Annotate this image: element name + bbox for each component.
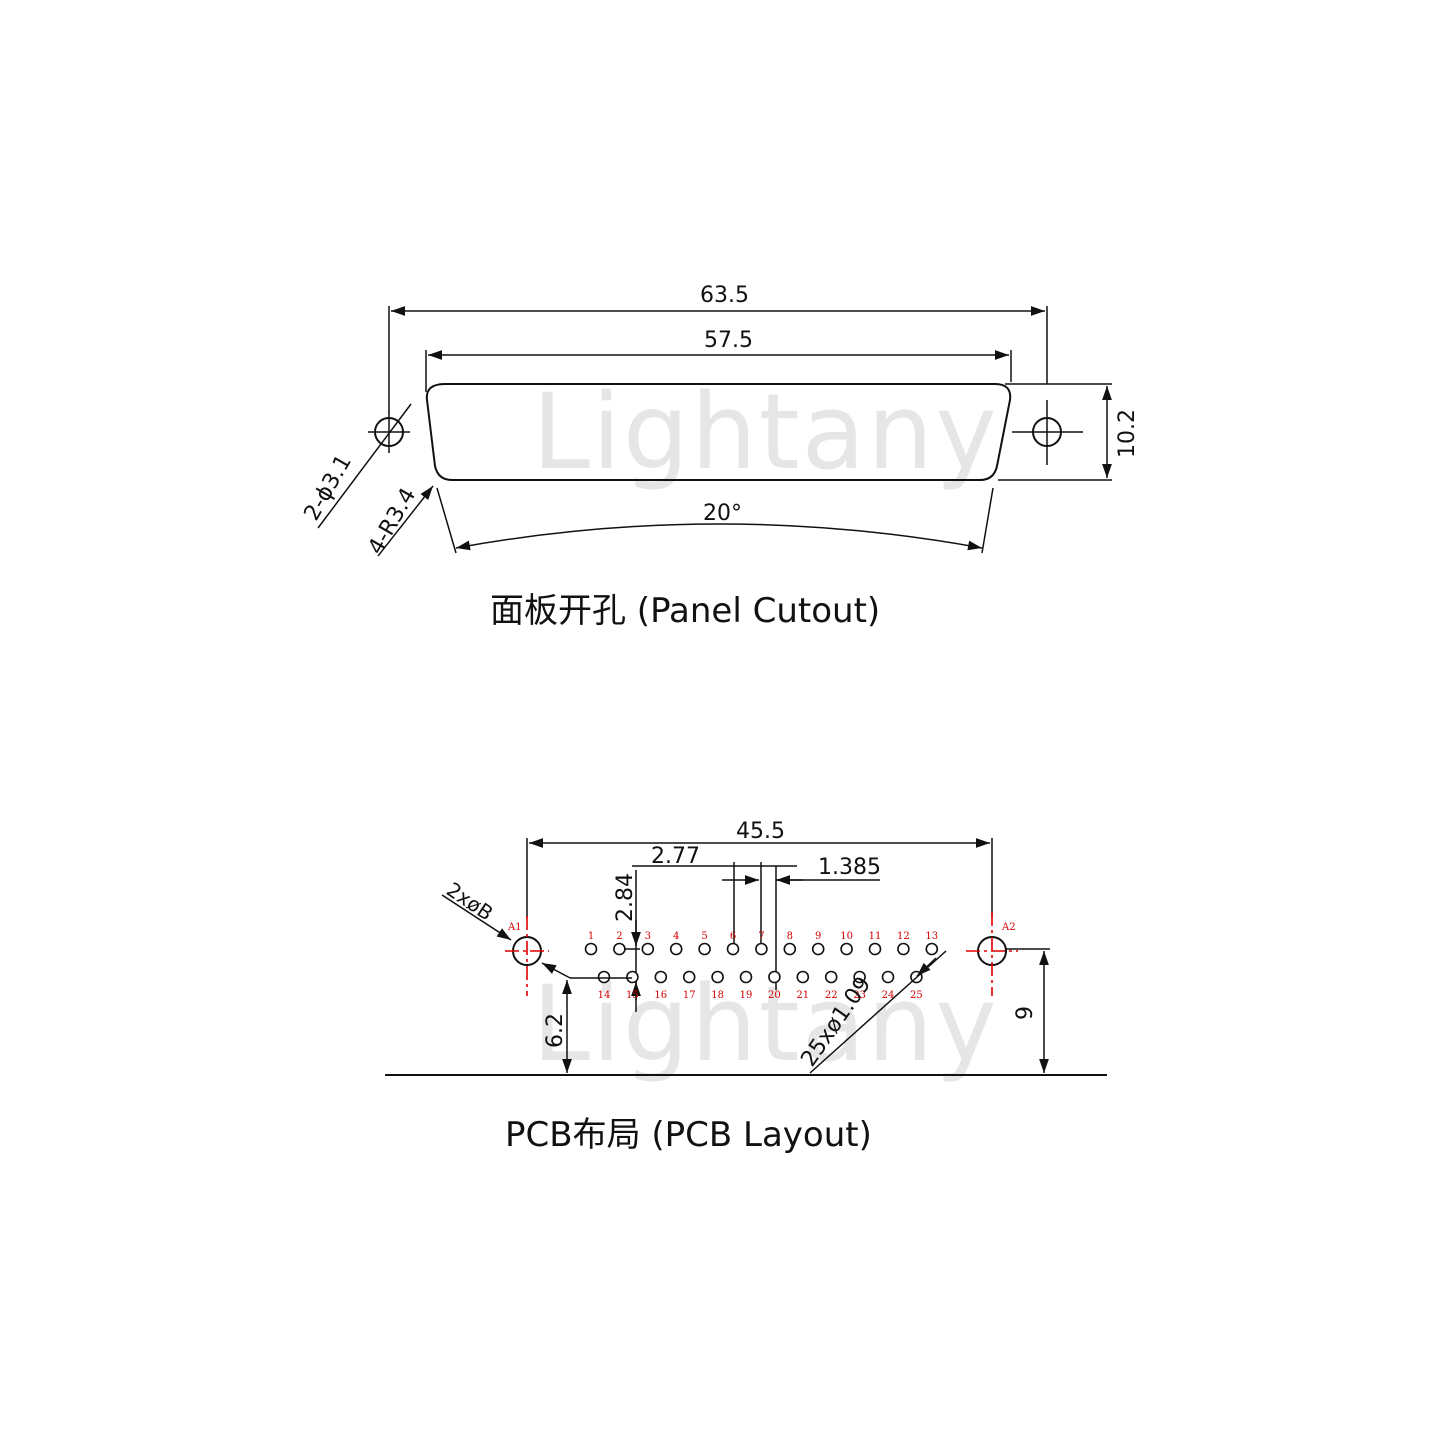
pin-number-19: 19 — [740, 990, 753, 1001]
leader-radius — [377, 485, 434, 557]
pin-number-1: 1 — [588, 931, 594, 942]
pin-number-20: 20 — [768, 990, 781, 1001]
dim-overall-width: 63.5 — [700, 283, 749, 308]
pin-hole-21 — [796, 970, 810, 984]
pin-number-13: 13 — [925, 931, 938, 942]
d-sub-cutout-outline — [425, 383, 1012, 481]
pin-hole-1 — [584, 942, 598, 956]
leader-hole — [317, 403, 412, 529]
pin-hole-8 — [783, 942, 797, 956]
dim-angle: 20° — [703, 501, 742, 526]
dim-half-pitch: 1.385 — [818, 855, 881, 880]
dim-row-spacing: 2.84 — [613, 873, 638, 922]
pin-hole-14 — [597, 970, 611, 984]
pin-number-8: 8 — [787, 931, 793, 942]
a1-label: A1 — [507, 922, 522, 933]
pin-hole-17 — [682, 970, 696, 984]
dim-row-to-edge: 6.2 — [543, 1013, 568, 1048]
pin-number-15: 15 — [626, 990, 639, 1001]
angle-ext-right — [981, 487, 994, 554]
pin-hole-4 — [669, 942, 683, 956]
pin-number-6: 6 — [730, 931, 736, 942]
pin-row-bottom: 14 15 16 17 18 19 20 21 22 23 24 25 — [597, 970, 923, 1001]
pin-hole-7 — [755, 942, 768, 956]
pin-number-23: 23 — [853, 990, 866, 1001]
pin-hole-23 — [853, 970, 866, 984]
panel-cutout-title: 面板开孔 (Panel Cutout) — [490, 591, 880, 631]
watermark-bottom: Lightany — [532, 963, 999, 1085]
pin-hole-24 — [881, 970, 895, 984]
pin-number-18: 18 — [711, 990, 724, 1001]
pin-number-12: 12 — [897, 931, 910, 942]
pin-hole-5 — [698, 942, 711, 956]
pin-hole-19 — [739, 970, 753, 984]
pin-hole-18 — [711, 970, 724, 984]
pin-hole-6 — [726, 942, 740, 956]
pin-hole-20 — [768, 970, 781, 984]
dim-height: 10.2 — [1115, 409, 1140, 458]
dim-radius: 4-R3.4 — [364, 484, 422, 559]
pin-hole-3 — [641, 942, 655, 956]
pin-number-11: 11 — [869, 931, 882, 942]
dim-shell-width: 57.5 — [704, 328, 753, 353]
pin-hole-10 — [840, 942, 853, 956]
pin-number-3: 3 — [645, 931, 651, 942]
dim-mount-to-edge: 9 — [1013, 1006, 1038, 1020]
dim-arc-angle — [455, 523, 983, 551]
pin-number-4: 4 — [673, 931, 679, 942]
pin-hole-22 — [824, 970, 838, 984]
pin-number-25: 25 — [910, 990, 923, 1001]
panel-cutout-view: 63.5 57.5 10.2 2-ϕ3.1 4-R3.4 20° 面板开孔 — [300, 283, 1140, 631]
pin-hole-16 — [654, 970, 668, 984]
pin-hole-2 — [613, 942, 626, 956]
pin-number-24: 24 — [882, 990, 895, 1001]
pin-number-17: 17 — [683, 990, 696, 1001]
pin-number-16: 16 — [654, 990, 667, 1001]
pin-number-7: 7 — [758, 931, 764, 942]
pin-number-5: 5 — [701, 931, 707, 942]
pin-number-21: 21 — [796, 990, 809, 1001]
pin-hole-9 — [811, 942, 825, 956]
pin-hole-11 — [868, 942, 882, 956]
dim-pin-pitch: 2.77 — [651, 844, 700, 869]
leader-pin-arrow — [916, 957, 937, 977]
pin-number-9: 9 — [815, 931, 821, 942]
pin-hole-12 — [897, 942, 910, 956]
dim-mount-hole: 2xøB — [442, 877, 497, 925]
pin-number-2: 2 — [616, 931, 622, 942]
a2-label: A2 — [1001, 922, 1016, 933]
dim-mount-spacing: 45.5 — [736, 819, 785, 844]
pin-number-22: 22 — [825, 990, 838, 1001]
pcb-layout-title: PCB布局 (PCB Layout) — [505, 1115, 872, 1155]
angle-ext-left — [436, 487, 457, 554]
pin-number-14: 14 — [598, 990, 611, 1001]
watermark-top: Lightany — [532, 371, 999, 493]
pin-hole-15 — [626, 970, 639, 984]
pin-hole-13 — [925, 942, 939, 956]
leader-row2-left — [541, 962, 571, 979]
pin-number-10: 10 — [840, 931, 853, 942]
leader-mount-hole — [441, 894, 512, 941]
